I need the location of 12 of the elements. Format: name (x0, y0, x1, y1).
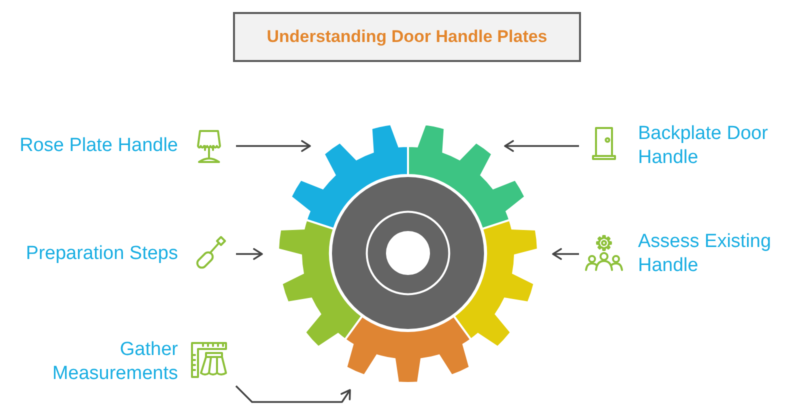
arrow (235, 385, 351, 403)
arrow (552, 248, 579, 260)
arrow (236, 248, 263, 260)
gear-segment (344, 315, 472, 384)
step-label: Preparation Steps (24, 242, 178, 266)
title: Understanding Door Handle Plates (266, 27, 548, 47)
step-label: Assess Existing Handle (638, 230, 772, 278)
arrow (504, 140, 579, 152)
step-label: Gather Measurements (51, 338, 178, 386)
arrow (236, 140, 311, 152)
step-label: Rose Plate Handle (18, 134, 178, 158)
step-label: Backplate Door Handle (638, 122, 769, 170)
